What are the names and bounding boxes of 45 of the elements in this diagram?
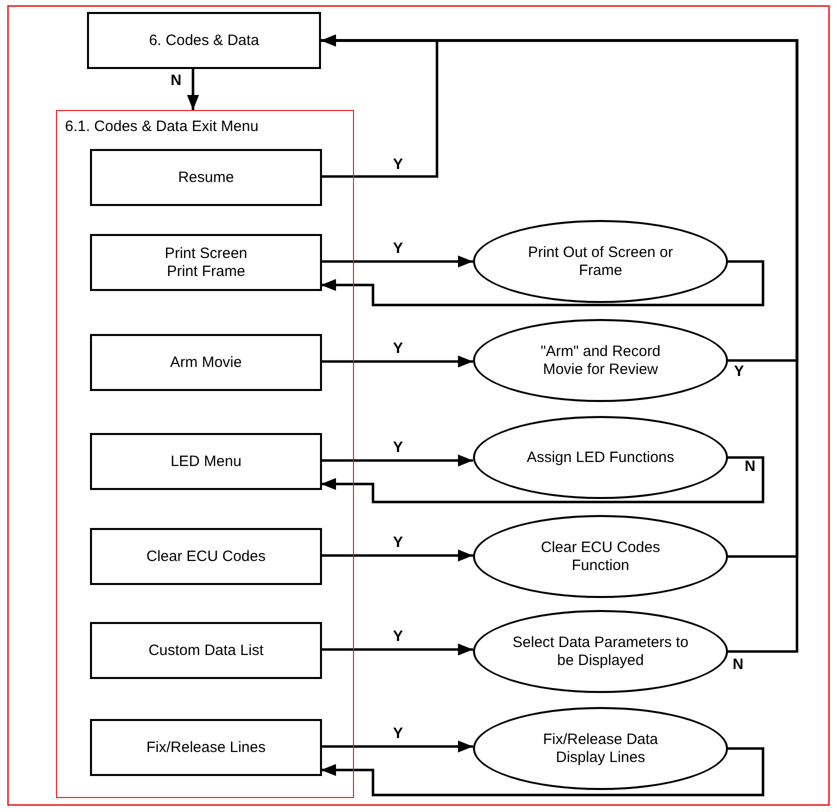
process-box bbox=[87, 12, 321, 69]
process-box bbox=[90, 234, 322, 291]
edge-label: Y bbox=[393, 440, 403, 456]
edge-label: N bbox=[170, 73, 182, 89]
arrow bbox=[321, 260, 764, 306]
edge-label: Y bbox=[393, 340, 403, 356]
process-box bbox=[90, 528, 322, 585]
process-box bbox=[90, 719, 322, 776]
edge-label: Y bbox=[393, 726, 403, 742]
node-text: Print Screen Print Frame bbox=[164, 244, 248, 280]
node-text: 6. Codes & Data bbox=[148, 32, 260, 50]
node-text: "Arm" and Record Movie for Review bbox=[540, 342, 662, 378]
node-text: Custom Data List bbox=[148, 642, 264, 660]
arrow bbox=[321, 256, 473, 268]
node-text: Resume bbox=[178, 168, 234, 186]
node-text: Clear ECU Codes bbox=[146, 548, 266, 566]
node-text: Assign LED Functions bbox=[526, 448, 674, 466]
edge-label: Y bbox=[734, 364, 744, 380]
process-box bbox=[90, 334, 322, 391]
arrow bbox=[321, 740, 473, 752]
arrow bbox=[321, 454, 473, 466]
arrow bbox=[321, 34, 798, 653]
arrow bbox=[321, 644, 473, 656]
edge-label: Y bbox=[393, 240, 403, 256]
edge-label: N bbox=[744, 459, 756, 475]
node-text: Clear ECU Codes Function bbox=[540, 538, 662, 574]
process-box bbox=[90, 622, 322, 679]
arrow bbox=[321, 456, 764, 504]
edge-label: Y bbox=[393, 157, 403, 173]
node-text: LED Menu bbox=[170, 452, 242, 470]
arrow bbox=[187, 69, 199, 110]
arrow bbox=[321, 356, 473, 368]
group-title: 6.1. Codes & Data Exit Menu bbox=[65, 118, 258, 136]
process-box bbox=[90, 433, 322, 490]
node-text: Select Data Parameters to be Displayed bbox=[512, 634, 690, 670]
node-text: Fix/Release Data Display Lines bbox=[542, 730, 660, 766]
process-box bbox=[90, 149, 322, 206]
edge-label: Y bbox=[393, 628, 403, 644]
node-text: Fix/Release Lines bbox=[146, 738, 266, 756]
arrow bbox=[321, 550, 473, 562]
edge-label: Y bbox=[393, 534, 403, 550]
group-frame bbox=[56, 110, 354, 798]
node-text: Arm Movie bbox=[170, 354, 242, 372]
node-text: Print Out of Screen or Frame bbox=[526, 244, 674, 280]
edge-label: N bbox=[732, 657, 744, 673]
